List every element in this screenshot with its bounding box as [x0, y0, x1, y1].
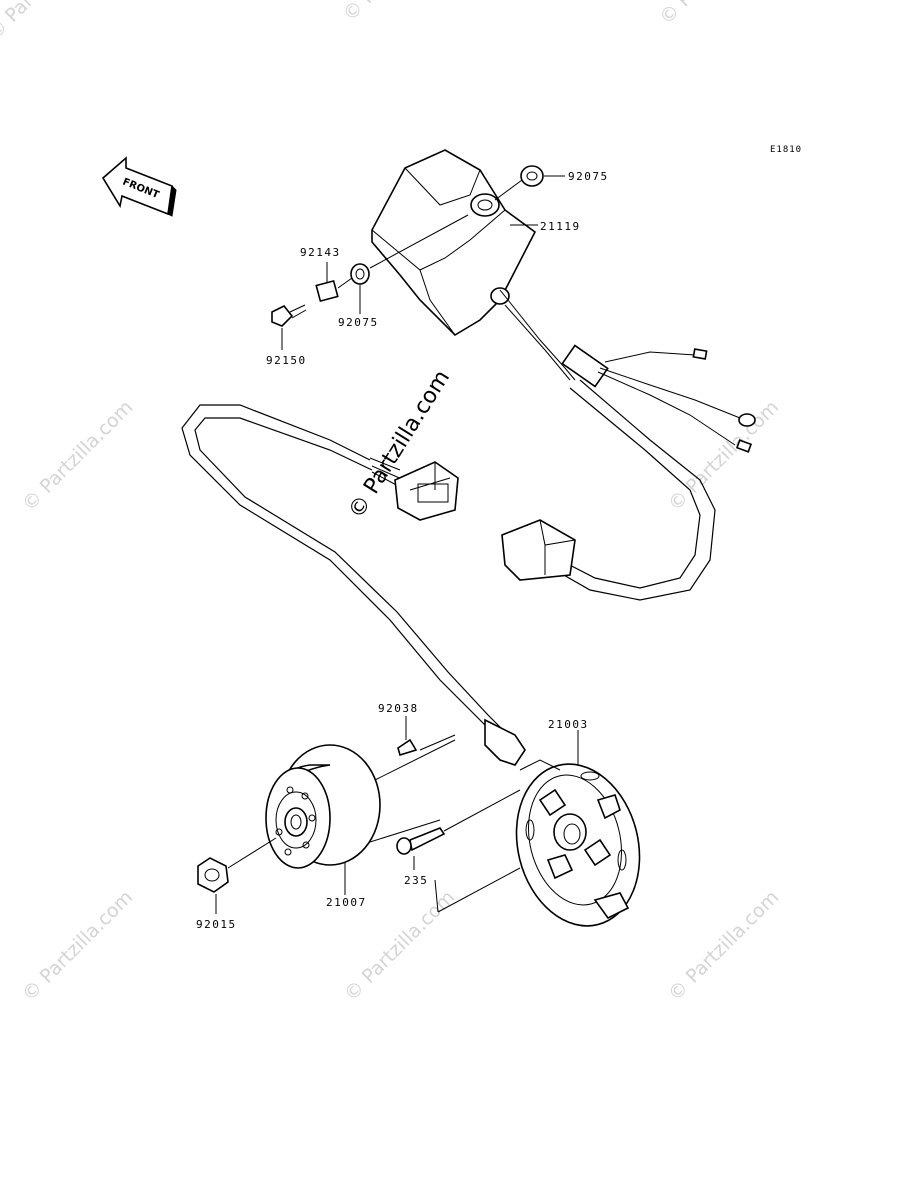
stator: [434, 730, 641, 927]
watermark: © Partzilla.com: [0, 0, 103, 45]
figure-code: E1810: [770, 145, 802, 155]
grommet-top: [494, 165, 565, 201]
label-stator: 21003: [548, 718, 589, 731]
front-arrow-icon: FRONT: [101, 156, 177, 217]
label-rotor: 21007: [326, 896, 367, 909]
label-collar: 92143: [300, 246, 341, 259]
label-screw: 235: [404, 874, 428, 887]
watermark: © Partzilla.com: [339, 0, 458, 26]
collar: [315, 262, 353, 303]
rotor: [265, 739, 456, 895]
label-key: 92038: [378, 702, 419, 715]
label-grommet-bottom: 92075: [338, 316, 379, 329]
watermark: © Partzilla.com: [18, 396, 137, 515]
cdi-unit: [371, 149, 537, 337]
watermark: © Partzilla.com: [664, 396, 783, 515]
watermark: © Partzilla.com: [18, 886, 137, 1005]
label-cdi-unit: 21119: [540, 220, 581, 233]
svg-text:© Partzilla.com: © Partzilla.com: [0, 0, 103, 45]
bolt: [271, 304, 307, 350]
label-bolt: 92150: [266, 354, 307, 367]
watermark-layer: © Partzilla.com © Partzilla.com © Partzi…: [0, 0, 783, 1006]
key: [397, 716, 456, 757]
watermark: © Partzilla.com: [664, 886, 783, 1005]
grommet-bottom: [350, 214, 469, 314]
label-nut: 92015: [196, 918, 237, 931]
stator-wire-harness: [181, 404, 526, 766]
label-grommet-top: 92075: [568, 170, 609, 183]
cdi-wire-harness: [499, 289, 756, 601]
screw: [396, 789, 521, 870]
watermark: © Partzilla.com: [655, 0, 774, 29]
nut: [197, 837, 277, 914]
